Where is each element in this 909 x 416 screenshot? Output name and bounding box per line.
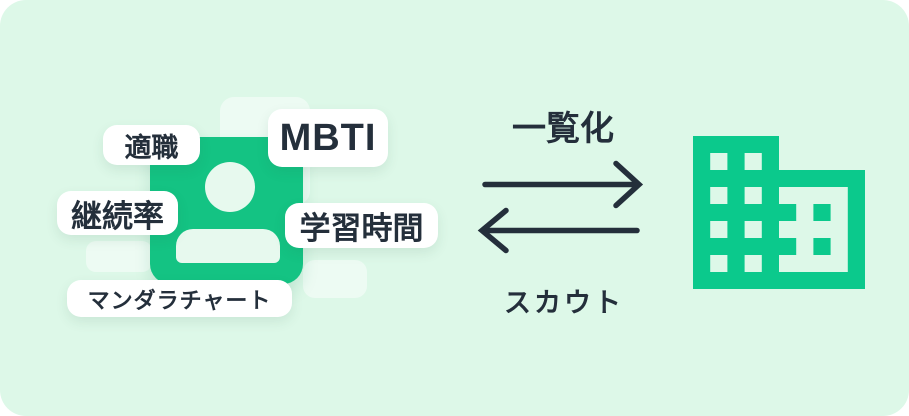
person-torso <box>176 229 280 263</box>
chip-study-time: 学習時間 <box>285 203 438 248</box>
person-head <box>205 162 255 212</box>
arrow-left-head <box>477 207 509 254</box>
listing-label: 一覧化 <box>512 110 614 148</box>
scout-label: スカウト <box>504 288 624 318</box>
chip-mbti: MBTI <box>268 109 388 167</box>
decor-shape-left <box>86 241 152 272</box>
exchange-arrows <box>477 160 644 254</box>
building-path <box>693 136 865 289</box>
building-icon <box>693 136 865 289</box>
arrow-right-head <box>613 160 644 209</box>
chip-suitable-job: 適職 <box>103 125 200 165</box>
chip-mandala-chart: マンダラチャート <box>67 280 292 317</box>
decor-shape-right <box>303 260 367 298</box>
chip-retention-rate: 継続率 <box>57 191 178 235</box>
